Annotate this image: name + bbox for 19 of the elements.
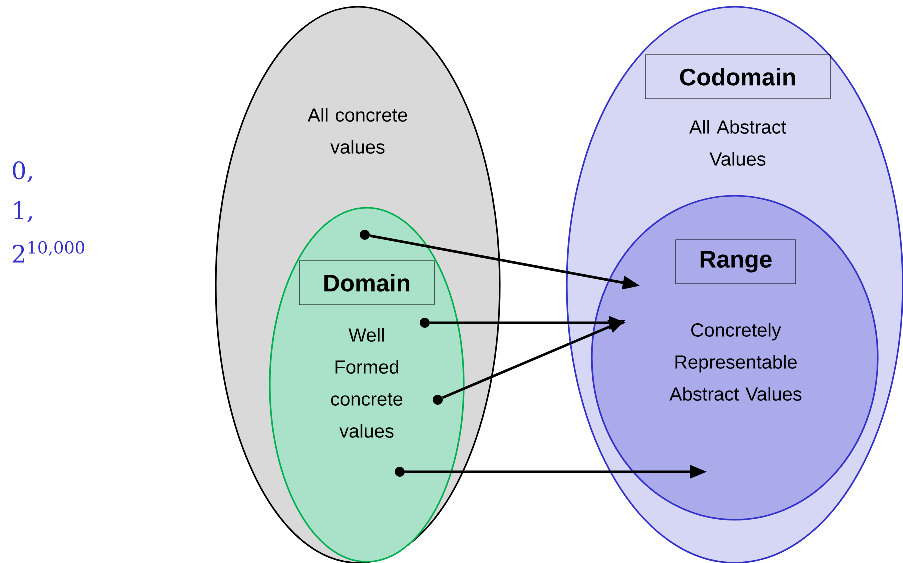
arrow [405,465,707,479]
dot [433,395,443,405]
description-text: All concrete values [308,108,408,154]
description-text: Concretely Representable Abstract Values [670,323,802,401]
heading-box: Codomain [645,54,831,100]
arrow [442,320,626,400]
set-ellipse [591,195,879,521]
set-ellipse [269,207,465,563]
dot [420,318,430,328]
value-text: 0, [13,161,32,183]
heading-box: Domain [299,260,435,306]
arrow [370,234,640,290]
dot [360,230,370,240]
value-text: 1, [14,201,32,223]
description-text: All Abstract Values [689,120,786,166]
heading-box: Range [676,240,796,284]
dot [395,467,405,477]
value-text: 2$^{10,000}$ [13,241,84,263]
description-text: Well Formed concrete values [331,328,403,438]
